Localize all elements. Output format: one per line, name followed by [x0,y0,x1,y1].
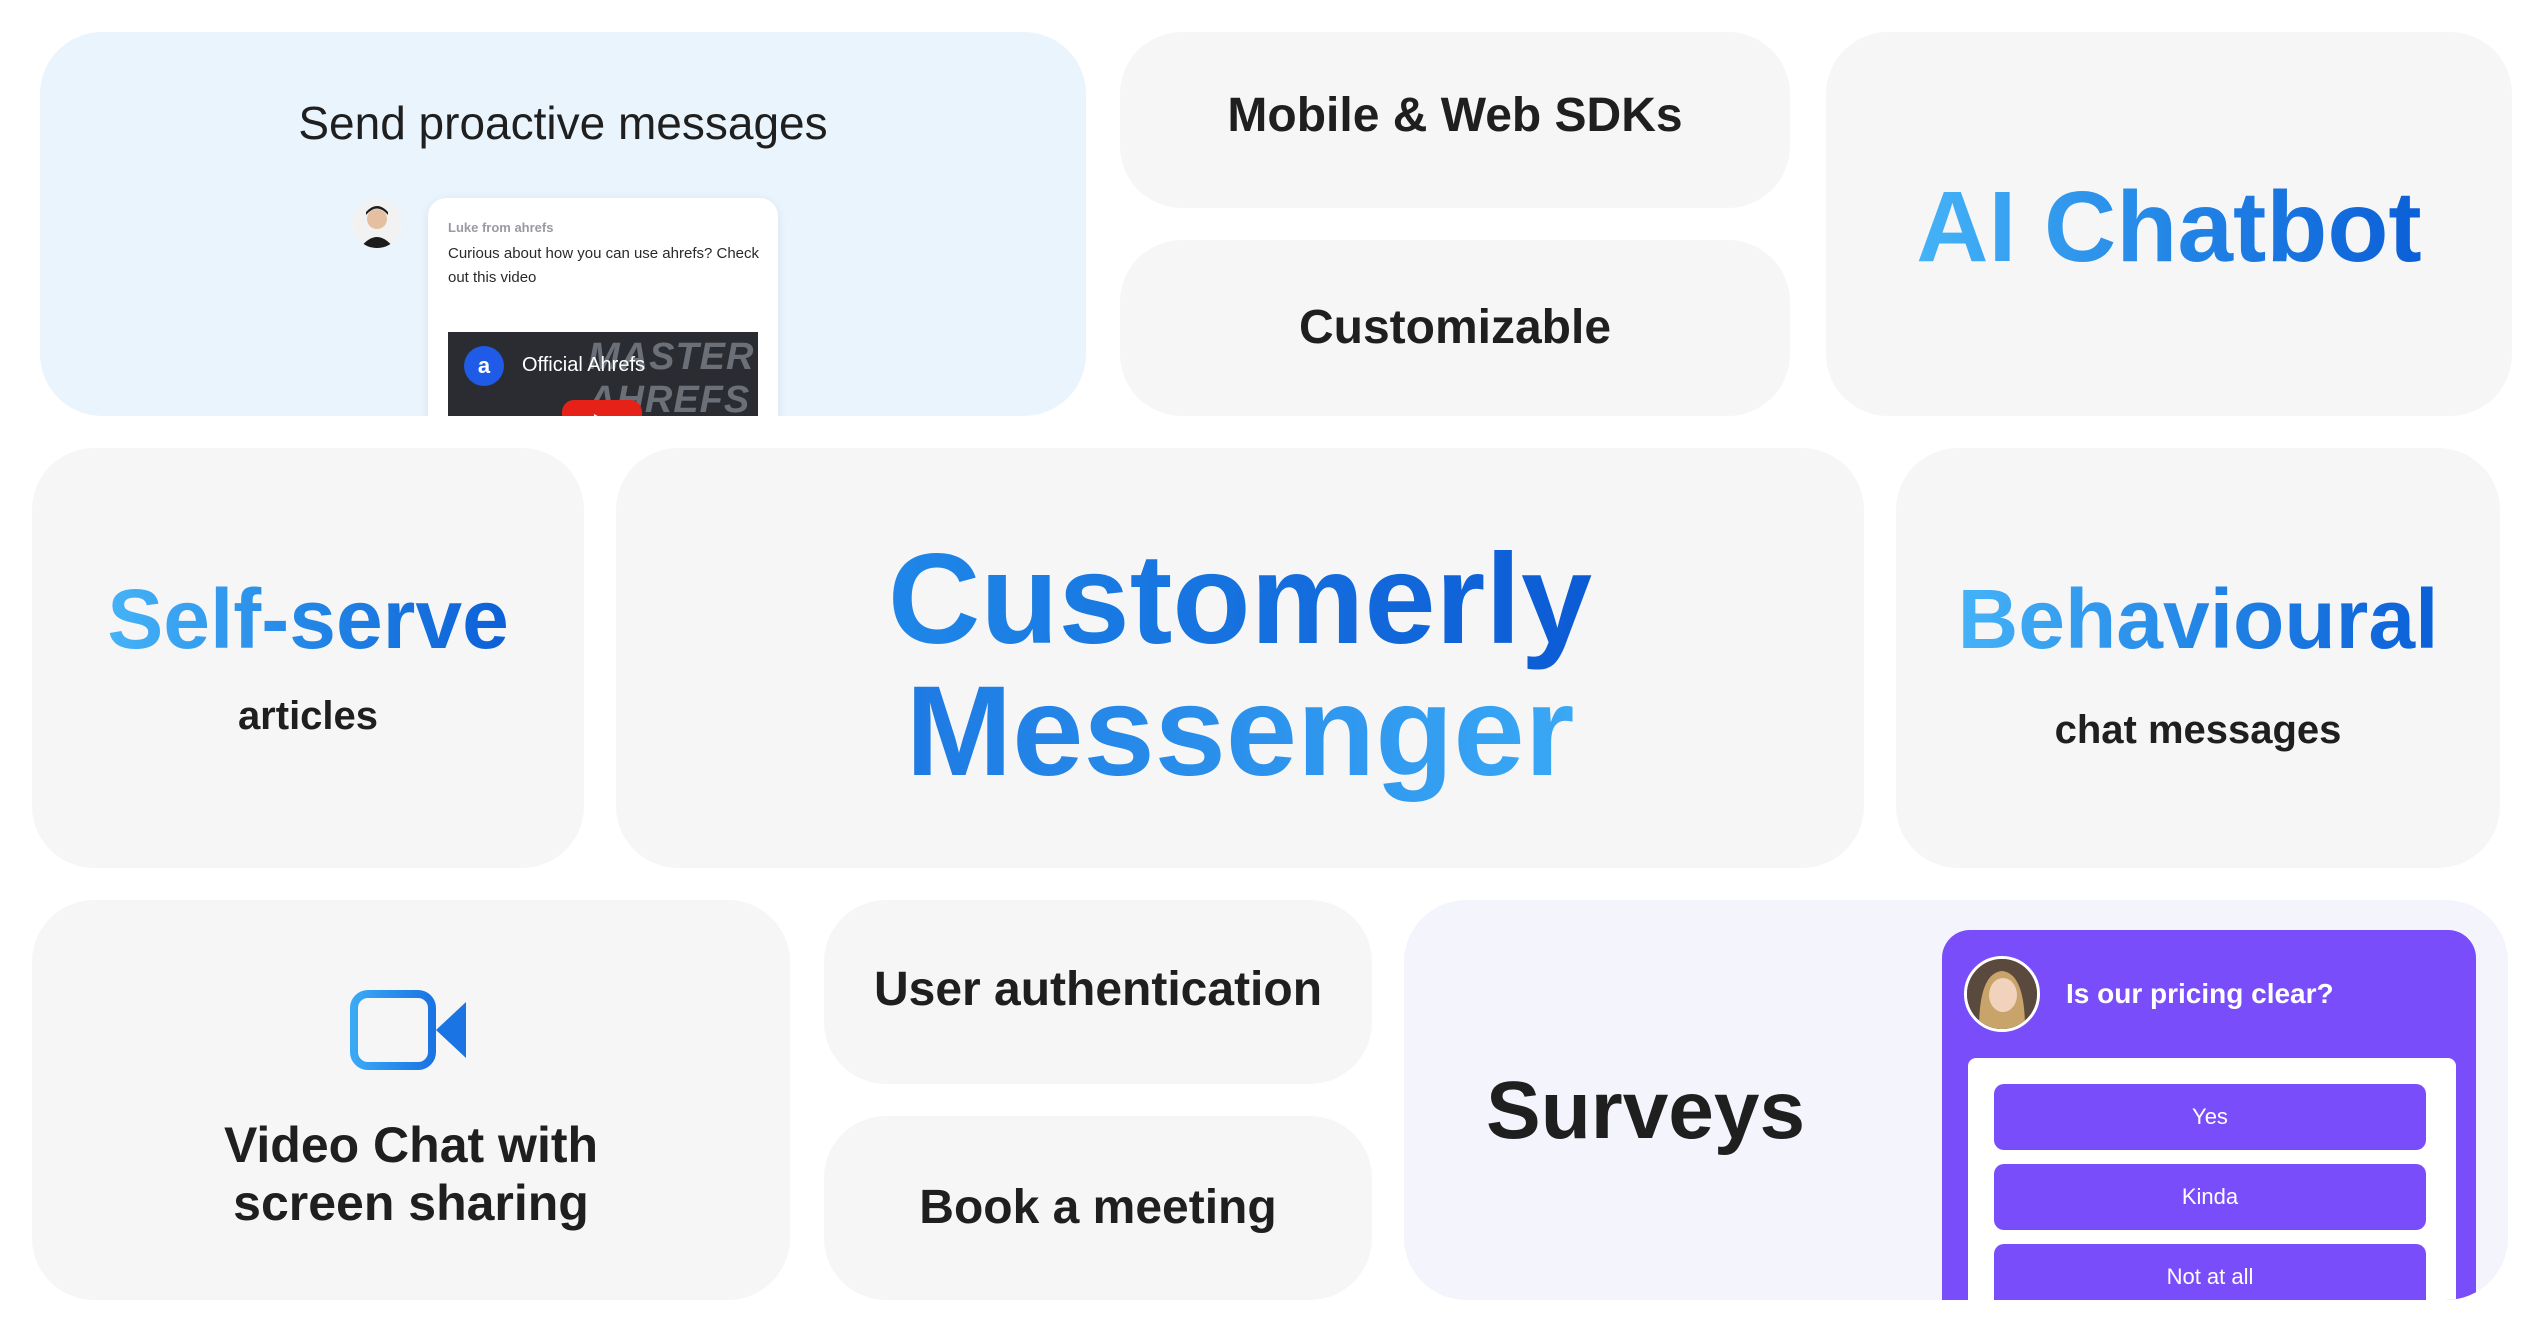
survey-avatar [1964,956,2040,1032]
message-bubble[interactable]: Luke from ahrefs Curious about how you c… [428,198,778,416]
video-chat-title-line2: screen sharing [233,1175,589,1231]
messenger-line1: Customerly [887,528,1593,671]
user-auth-card: User authentication [824,900,1372,1084]
proactive-messages-card: Send proactive messages Luke from ahrefs… [40,32,1086,416]
agent-avatar [352,198,402,248]
behavioural-card: Behavioural chat messages [1896,448,2500,868]
self-serve-title: Self-serve [107,572,509,666]
survey-option-kinda[interactable]: Kinda [1994,1164,2426,1230]
video-title: Official Ahrefs [522,354,646,376]
book-meeting-card: Book a meeting [824,1116,1372,1300]
ahrefs-logo-icon: a [464,346,504,386]
book-meeting-title: Book a meeting [919,1181,1277,1234]
proactive-messages-title: Send proactive messages [298,97,828,149]
messenger-card: Customerly Messenger [616,448,1864,868]
customizable-card: Customizable [1120,240,1790,416]
behavioural-title: Behavioural [1957,572,2439,666]
surveys-card: Surveys Is our pricing clear? Yes Kinda … [1404,900,2508,1300]
play-icon[interactable] [562,400,642,416]
video-camera-icon [350,988,470,1072]
sdk-title: Mobile & Web SDKs [1227,89,1683,142]
customizable-title: Customizable [1298,301,1612,354]
ai-chatbot-card: AI Chatbot [1826,32,2512,416]
video-chat-title-line1: Video Chat with [223,1117,599,1173]
video-chat-card: Video Chat with screen sharing [32,900,790,1300]
user-auth-title: User authentication [873,963,1323,1016]
message-sender: Luke from ahrefs [448,220,554,235]
survey-question: Is our pricing clear? [2066,978,2334,1009]
sdk-card: Mobile & Web SDKs [1120,32,1790,208]
survey-option-not-at-all[interactable]: Not at all [1994,1244,2426,1300]
survey-widget: Is our pricing clear? Yes Kinda Not at a… [1942,930,2476,1300]
survey-option-yes[interactable]: Yes [1994,1084,2426,1150]
messenger-line2: Messenger [905,660,1575,803]
ai-chatbot-title: AI Chatbot [1916,171,2422,283]
self-serve-subtitle: articles [237,694,379,738]
survey-options: Yes Kinda Not at all [1968,1058,2456,1300]
message-body: Curious about how you can use ahrefs? Ch… [448,245,760,286]
behavioural-subtitle: chat messages [2054,708,2342,752]
self-serve-card: Self-serve articles [32,448,584,868]
video-thumbnail[interactable]: MASTER AHREFS a Official Ahrefs [448,332,758,416]
surveys-title: Surveys [1486,1065,1806,1156]
